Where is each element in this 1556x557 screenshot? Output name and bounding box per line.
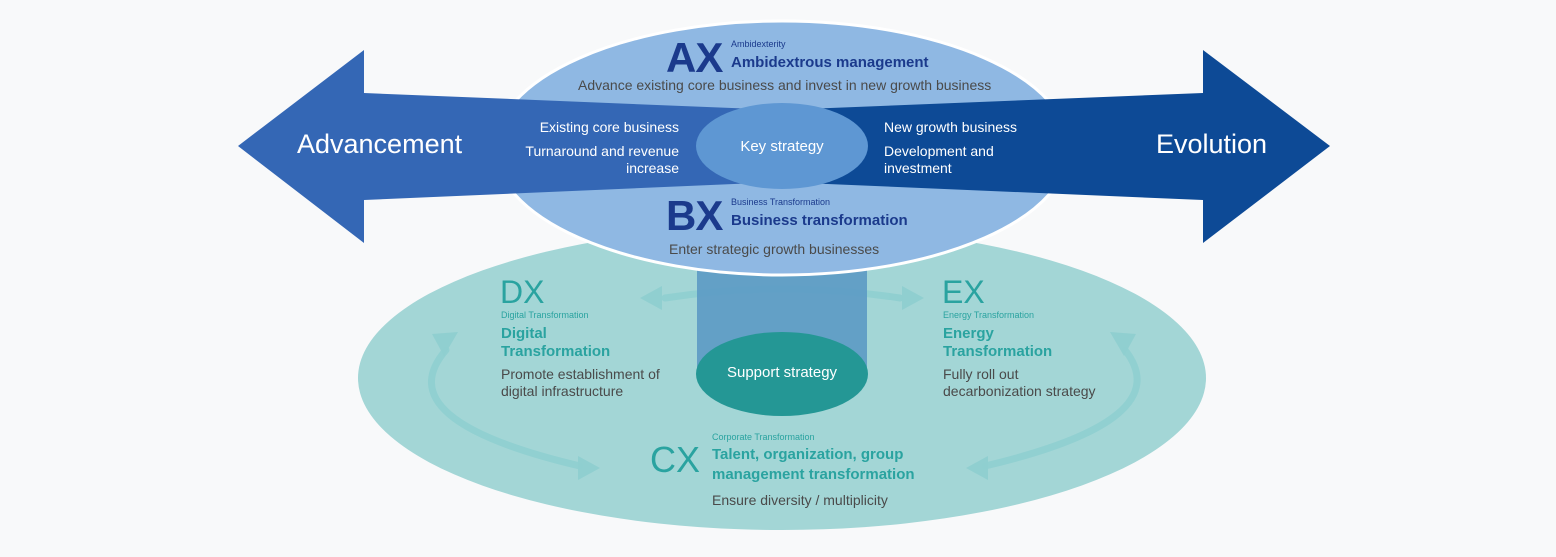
- cycle-arrowhead-left-top: [640, 286, 662, 310]
- ax-title: Ambidextrous management: [731, 54, 929, 71]
- development-line1: Development and: [884, 143, 994, 159]
- cycle-arrowhead-cx-right: [966, 456, 988, 480]
- ex-title-line2: Transformation: [943, 343, 1053, 360]
- ax-description: Advance existing core business and inves…: [578, 77, 992, 93]
- key-strategy-ellipse: [696, 103, 868, 189]
- cycle-arrowhead-ex: [1110, 332, 1136, 356]
- support-strategy-label: Support strategy: [726, 364, 838, 381]
- ax-code: AX: [666, 34, 723, 81]
- cx-description: Ensure diversity / multiplicity: [712, 492, 888, 508]
- cx-title-line2: management transformation: [712, 466, 915, 483]
- bx-description: Enter strategic growth businesses: [669, 241, 880, 257]
- bx-code: BX: [666, 192, 723, 239]
- ax-subtitle: Ambidexterity: [731, 39, 786, 49]
- dx-title-line1: Digital: [501, 325, 547, 342]
- ex-title-line1: Energy: [943, 325, 994, 342]
- dx-code: DX: [500, 274, 545, 310]
- ex-subtitle: Energy Transformation: [943, 310, 1035, 320]
- evolution-arrow: [780, 50, 1330, 243]
- evolution-label: Evolution: [1156, 129, 1268, 159]
- dx-desc-line2: digital infrastructure: [501, 383, 624, 399]
- bx-subtitle: Business Transformation: [731, 197, 831, 207]
- development-line2: investment: [884, 160, 952, 176]
- support-strategy-ellipse: [696, 332, 868, 416]
- ex-desc-line2: decarbonization strategy: [943, 383, 1096, 399]
- cx-title-line1: Talent, organization, group: [712, 446, 904, 463]
- ex-code: EX: [942, 274, 985, 310]
- cycle-arrowhead-cx-left: [578, 456, 600, 480]
- advancement-label: Advancement: [297, 129, 463, 159]
- ex-desc-line1: Fully roll out: [943, 366, 1019, 382]
- dx-title-line2: Transformation: [501, 343, 611, 360]
- bx-title: Business transformation: [731, 212, 908, 229]
- dx-subtitle: Digital Transformation: [501, 310, 589, 320]
- turnaround-line2: increase: [626, 160, 679, 176]
- advancement-arrow: [238, 50, 780, 243]
- dx-desc-line1: Promote establishment of: [501, 366, 660, 382]
- cx-code: CX: [650, 439, 701, 480]
- turnaround-line1: Turnaround and revenue: [525, 143, 679, 159]
- existing-core-business: Existing core business: [539, 119, 679, 135]
- cycle-arrowhead-dx: [432, 332, 458, 356]
- cycle-arrowhead-right-top: [902, 286, 924, 310]
- cx-subtitle: Corporate Transformation: [712, 432, 815, 442]
- new-growth-business: New growth business: [884, 119, 1018, 135]
- key-strategy-label: Key strategy: [740, 138, 824, 155]
